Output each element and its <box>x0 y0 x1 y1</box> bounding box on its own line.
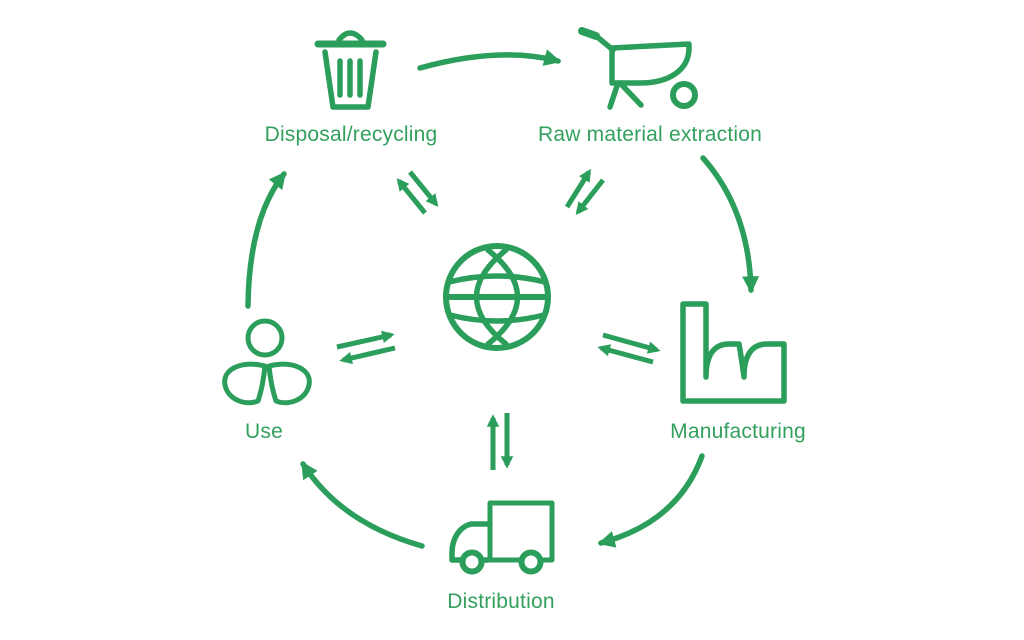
wheelbarrow-icon <box>578 27 698 110</box>
truck-icon <box>449 500 555 575</box>
exchange-arrows-distribution-globe <box>486 413 514 470</box>
exchange-arrows-extraction-globe <box>564 168 605 215</box>
arrow-manufacturing-to-distribution <box>597 453 705 548</box>
trash-icon <box>314 30 387 110</box>
factory-icon <box>680 301 787 404</box>
stage-label-use: Use <box>245 420 283 443</box>
stage-label-disposal: Disposal/recycling <box>264 123 438 146</box>
person-icon <box>222 318 312 406</box>
exchange-arrows-use-globe <box>336 330 396 365</box>
arrow-distribution-to-use <box>300 461 425 549</box>
stage-label-distribution: Distribution <box>447 590 555 613</box>
arrow-extraction-to-manufacturing <box>700 155 760 294</box>
exchange-arrows-manufacturing-globe <box>597 332 661 365</box>
stage-label-manufacturing: Manufacturing <box>670 420 806 443</box>
arrow-disposal-to-extraction <box>417 49 562 71</box>
globe-icon <box>443 243 551 351</box>
stage-label-extraction: Raw material extraction <box>537 123 763 146</box>
exchange-arrows-disposal-globe <box>396 170 439 215</box>
arrow-use-to-disposal <box>245 171 287 309</box>
